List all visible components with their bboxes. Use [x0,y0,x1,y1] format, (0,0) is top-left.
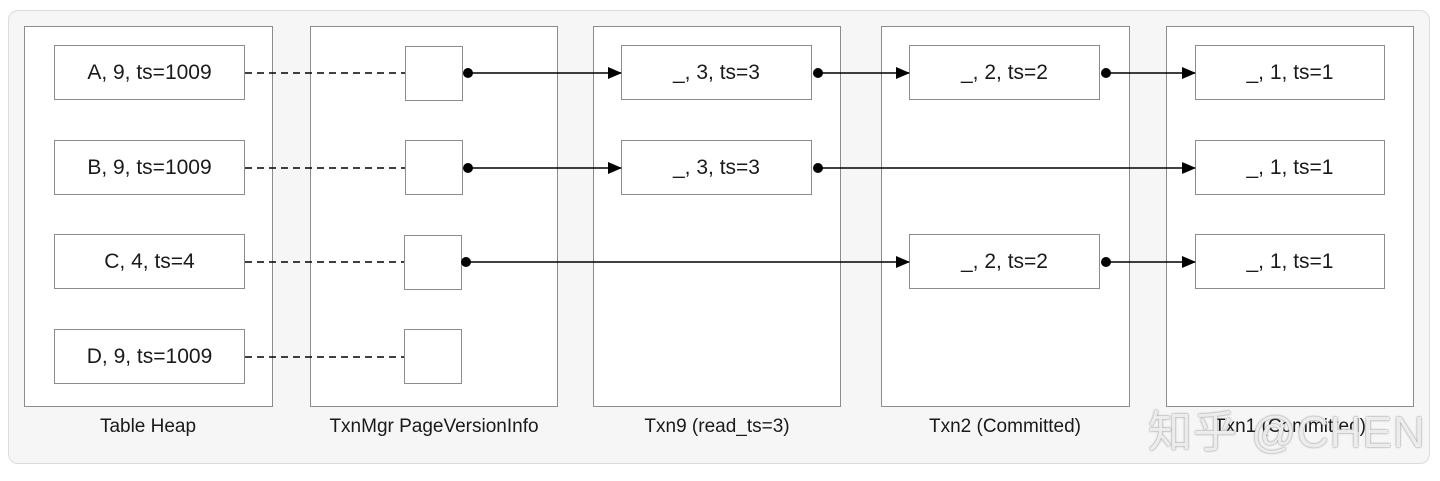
txn9-label: Txn9 (read_ts=3) [644,416,790,437]
table-heap-record-b: B, 9, ts=1009 [54,140,245,195]
txn2-label: Txn2 (Committed) [928,416,1082,437]
txn1-undo-log-a: _, 1, ts=1 [1195,45,1385,100]
page-version-info-label: TxnMgr PageVersionInfo [329,416,539,437]
version-slot-b [405,140,463,195]
txn9-undo-log-b: _, 3, ts=3 [621,140,812,195]
txn1-undo-log-b: _, 1, ts=1 [1195,140,1385,195]
txn1-undo-log-c: _, 1, ts=1 [1195,234,1385,289]
version-slot-d [404,329,462,384]
version-slot-c [404,235,462,290]
table-heap-record-a: A, 9, ts=1009 [54,45,245,100]
txn2-undo-log-c: _, 2, ts=2 [909,234,1100,289]
txn9-undo-log-a: _, 3, ts=3 [621,45,812,100]
table-heap-record-c: C, 4, ts=4 [54,234,245,289]
table-heap-label: Table Heap [99,416,197,437]
table-heap-record-d: D, 9, ts=1009 [54,329,245,384]
version-slot-a [405,46,463,101]
txn1-label: Txn1 (Committed) [1213,416,1367,437]
